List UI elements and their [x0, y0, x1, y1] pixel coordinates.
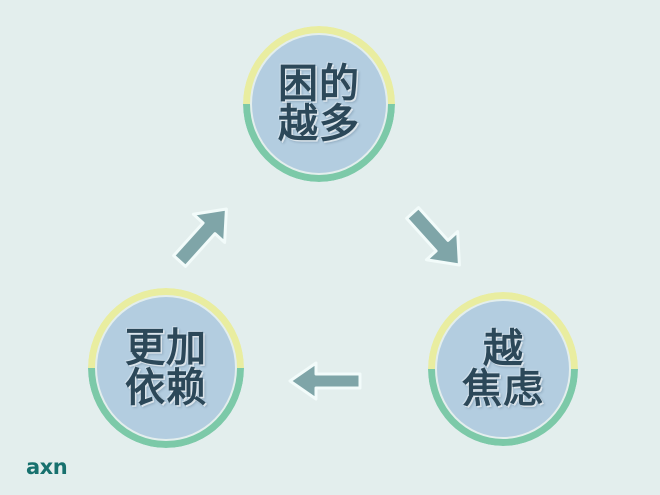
node-ring-top-arc	[88, 288, 244, 368]
node-bottom-right-label: 越 焦虑	[462, 329, 544, 409]
cycle-arrow-trapped-to-anxious	[400, 200, 472, 278]
node-bottom-right-label-line-1: 越	[483, 327, 523, 371]
node-disc	[97, 297, 235, 439]
cycle-arrow-anxious-to-dependence	[286, 361, 364, 401]
node-disc	[437, 301, 569, 437]
node-bottom-left-label-line-2: 依赖	[125, 366, 207, 410]
node-disc	[252, 35, 386, 173]
cycle-node-top[interactable]: 困的 越多	[243, 26, 395, 182]
node-bottom-right-label-line-2: 焦虑	[462, 367, 544, 411]
node-top-label: 困的 越多	[278, 64, 360, 144]
arrow-shape	[405, 206, 461, 267]
node-bottom-left-label: 更加 依赖	[125, 328, 207, 408]
node-top-label-line-1: 困的	[278, 62, 360, 106]
node-bottom-left-label-line-1: 更加	[125, 326, 207, 370]
node-ring-bottom-arc	[88, 368, 244, 448]
cycle-node-bottom-left[interactable]: 更加 依赖	[88, 288, 244, 448]
node-ring	[88, 288, 244, 448]
cycle-node-bottom-right[interactable]: 越 焦虑	[428, 292, 578, 446]
node-ring-bottom-arc	[428, 369, 578, 446]
node-ring	[428, 292, 578, 446]
arrow-shape	[172, 207, 228, 268]
node-ring-top-arc	[428, 292, 578, 369]
node-top-label-line-2: 越多	[278, 102, 360, 146]
axn-logo: axn	[26, 455, 68, 479]
node-ring-bottom-arc	[243, 104, 395, 182]
node-ring	[243, 26, 395, 182]
arrow-shape	[288, 361, 362, 401]
node-ring-top-arc	[243, 26, 395, 104]
cycle-arrow-dependence-to-trapped	[168, 196, 238, 274]
